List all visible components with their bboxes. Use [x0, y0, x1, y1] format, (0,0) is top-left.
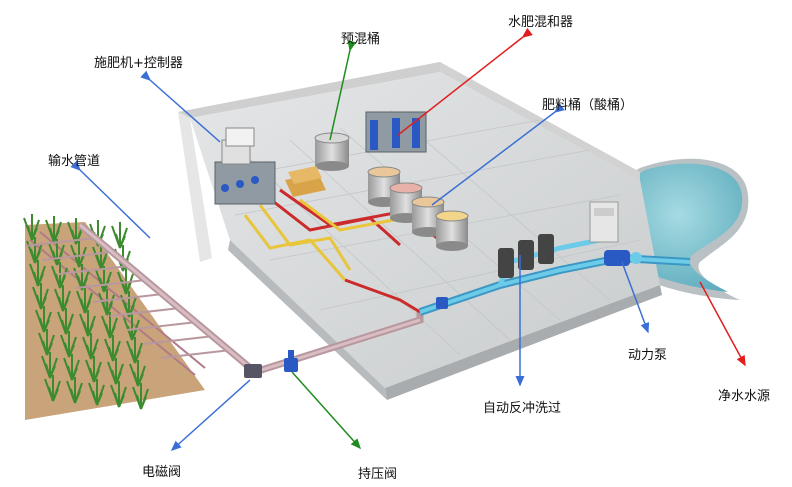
fertilizer-tanks: [367, 166, 469, 251]
crop-plant: [85, 356, 102, 383]
drip-line: [41, 251, 113, 261]
arrow-pressure-valve: [291, 371, 362, 450]
label-premix-tank: 预混桶: [341, 32, 381, 47]
label-power-pump: 动力泵: [628, 348, 668, 363]
arrow-premix-tank: [329, 40, 357, 141]
crop-plant: [79, 310, 96, 337]
annotation-arrows: [70, 27, 746, 452]
label-water-pipeline: 输水管道: [48, 154, 101, 169]
drip-line: [109, 307, 181, 317]
fertilizer-mixer: [365, 111, 427, 153]
fertilizer-tank: [435, 210, 469, 251]
label-auto-backwash-filter: 自动反冲洗过: [483, 401, 562, 416]
crop-plant: [45, 216, 62, 243]
arrow-fertigation-machine: [140, 70, 221, 143]
drip-line: [126, 321, 198, 331]
crop-plant: [54, 285, 71, 312]
fertigation-machine: [214, 127, 276, 205]
crop-plant: [66, 377, 83, 404]
crop-plant: [35, 306, 52, 333]
solenoid-valve: [244, 364, 262, 378]
arrow-power-pump: [621, 261, 650, 334]
fertilizer-bags: [285, 166, 326, 197]
drip-line: [24, 237, 96, 247]
arrow-solenoid-valve: [170, 379, 251, 452]
crop-plant: [110, 381, 127, 408]
crop-plant: [29, 260, 46, 287]
pump-house-walls: [178, 62, 640, 262]
crop-plant: [76, 287, 93, 314]
drip-line: [160, 349, 232, 359]
label-fertigation-machine: 施肥机+控制器: [94, 56, 183, 71]
label-fertilizer-mixer: 水肥混和器: [508, 15, 574, 30]
crop-plant: [104, 335, 121, 362]
drip-line: [92, 293, 164, 303]
crop-plant: [32, 283, 49, 310]
label-clean-water-source: 净水水源: [718, 389, 771, 404]
crop-plant: [41, 352, 58, 379]
crop-plant: [95, 266, 112, 293]
pressure-valve: [284, 350, 298, 372]
crop-plant: [23, 214, 40, 241]
crop-plant: [82, 333, 99, 360]
arrow-fertilizer-tank: [431, 102, 565, 206]
drip-line: [75, 279, 147, 289]
crop-plant: [51, 262, 68, 289]
premix-tank: [314, 132, 350, 171]
crop-plant: [129, 360, 146, 387]
arrow-water-pipeline: [70, 160, 151, 239]
label-fertilizer-tank: 肥料桶（酸桶）: [542, 98, 634, 113]
auto-backwash-filters: [498, 234, 554, 278]
arrow-clean-water: [699, 281, 746, 367]
power-pump: [604, 250, 642, 266]
drip-line: [58, 265, 130, 275]
control-cabinet: [589, 201, 619, 243]
crop-plant: [60, 331, 77, 358]
label-pressure-valve: 持压阀: [358, 467, 398, 482]
crop-plant: [107, 358, 124, 385]
crop-plant: [132, 383, 149, 410]
crop-plant: [88, 379, 105, 406]
drip-irrigation-lines: [24, 237, 232, 359]
inline-valve: [436, 297, 448, 309]
crop-plant: [38, 329, 55, 356]
arrow-fertilizer-mixer: [397, 27, 533, 136]
crop-plant: [63, 354, 80, 381]
crop-plant: [101, 312, 118, 339]
crop-plant: [57, 308, 74, 335]
crop-plant: [111, 222, 128, 249]
label-solenoid-valve: 电磁阀: [142, 465, 182, 480]
crop-plant: [44, 375, 61, 402]
crop-plant: [98, 289, 115, 316]
crop-plant: [126, 337, 143, 364]
drip-line: [143, 335, 215, 345]
